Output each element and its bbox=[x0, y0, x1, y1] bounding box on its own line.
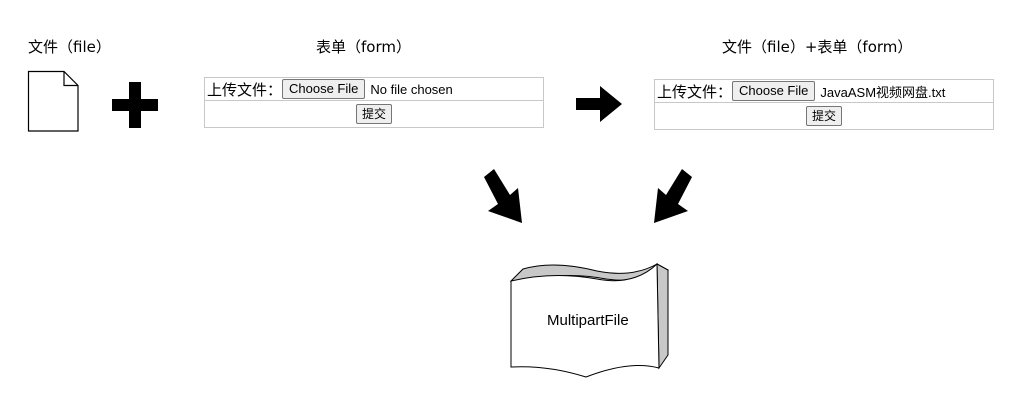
selected-file-name: JavaASM视频网盘.txt bbox=[820, 84, 946, 100]
upload-form-filled: 上传文件： Choose File JavaASM视频网盘.txt 提交 bbox=[654, 79, 994, 130]
upload-form: 上传文件： Choose File No file chosen 提交 bbox=[204, 77, 544, 128]
file-status-text: No file chosen bbox=[370, 81, 453, 97]
form-file-row: 上传文件： Choose File No file chosen bbox=[205, 78, 543, 101]
upload-label: 上传文件： bbox=[207, 80, 283, 99]
choose-file-button[interactable]: Choose File bbox=[732, 81, 816, 101]
plus-icon bbox=[112, 82, 158, 128]
file-label: 文件（file） bbox=[28, 38, 111, 56]
combined-label: 文件（file）+表单（form） bbox=[722, 38, 913, 56]
choose-file-button[interactable]: Choose File bbox=[282, 79, 366, 99]
form-submit-row: 提交 bbox=[205, 101, 543, 127]
multipart-file-label: MultipartFile bbox=[547, 312, 629, 329]
submit-button[interactable]: 提交 bbox=[355, 104, 392, 124]
document-icon bbox=[27, 70, 79, 132]
form-submit-row: 提交 bbox=[655, 103, 993, 129]
form-label: 表单（form） bbox=[316, 38, 411, 56]
arrow-down-left-icon bbox=[654, 169, 692, 223]
submit-button[interactable]: 提交 bbox=[805, 106, 842, 126]
arrow-down-right-icon bbox=[484, 169, 522, 223]
arrow-right-icon bbox=[576, 86, 622, 122]
flag-shape-icon bbox=[509, 262, 670, 378]
upload-label: 上传文件： bbox=[657, 82, 733, 101]
form-file-row: 上传文件： Choose File JavaASM视频网盘.txt bbox=[655, 80, 993, 103]
